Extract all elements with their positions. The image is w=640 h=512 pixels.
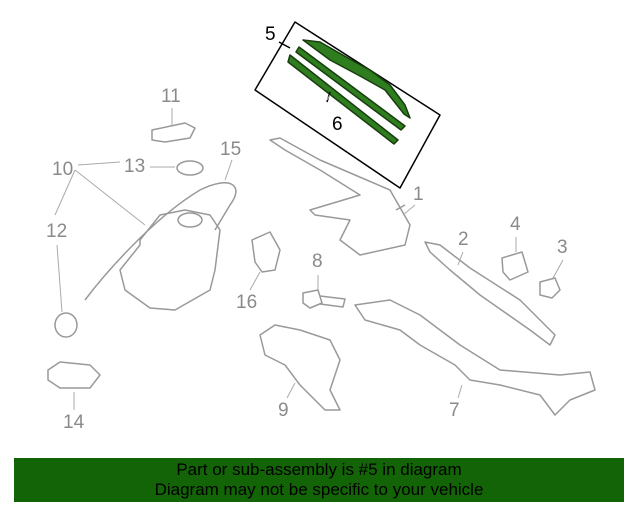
part-9-wiper-motor[interactable] xyxy=(259,324,341,411)
callout-8: 8 xyxy=(312,251,323,272)
part-7-wiper-linkage[interactable] xyxy=(354,299,596,416)
callout-13: 13 xyxy=(124,156,146,177)
callout-14: 14 xyxy=(63,412,85,433)
callout-5: 5 xyxy=(265,24,276,45)
banner-line-2: Diagram may not be specific to your vehi… xyxy=(154,480,484,499)
wiper-blade-box[interactable] xyxy=(254,21,441,189)
callout-16: 16 xyxy=(236,292,258,313)
callout-7: 7 xyxy=(449,400,460,421)
part-4-cap[interactable] xyxy=(501,251,529,281)
part-3-cap[interactable] xyxy=(539,277,561,299)
notice-banner: Part or sub-assembly is #5 in diagram Di… xyxy=(14,458,624,502)
part-8-bolt[interactable] xyxy=(302,289,346,309)
callout-12: 12 xyxy=(46,221,68,242)
callout-4: 4 xyxy=(510,214,521,235)
callout-11: 11 xyxy=(161,86,181,107)
part-13-grommet[interactable] xyxy=(176,160,204,176)
part-10-washer-reservoir[interactable] xyxy=(84,182,237,311)
callout-1: 1 xyxy=(413,184,424,205)
part-1-wiper-motor-cover[interactable] xyxy=(269,137,411,256)
part-11-bracket[interactable] xyxy=(151,122,196,143)
callout-15: 15 xyxy=(220,139,242,160)
callout-10: 10 xyxy=(52,159,74,180)
callout-3: 3 xyxy=(557,237,568,258)
callout-9: 9 xyxy=(278,400,289,421)
part-14-connector[interactable] xyxy=(47,361,101,389)
callout-2: 2 xyxy=(458,229,469,250)
part-16-pump[interactable] xyxy=(251,231,281,273)
part-2-wiper-arm[interactable] xyxy=(424,241,556,346)
callout-6: 6 xyxy=(332,114,343,135)
banner-line-1: Part or sub-assembly is #5 in diagram xyxy=(176,460,462,479)
part-12-grommet[interactable] xyxy=(54,312,78,338)
